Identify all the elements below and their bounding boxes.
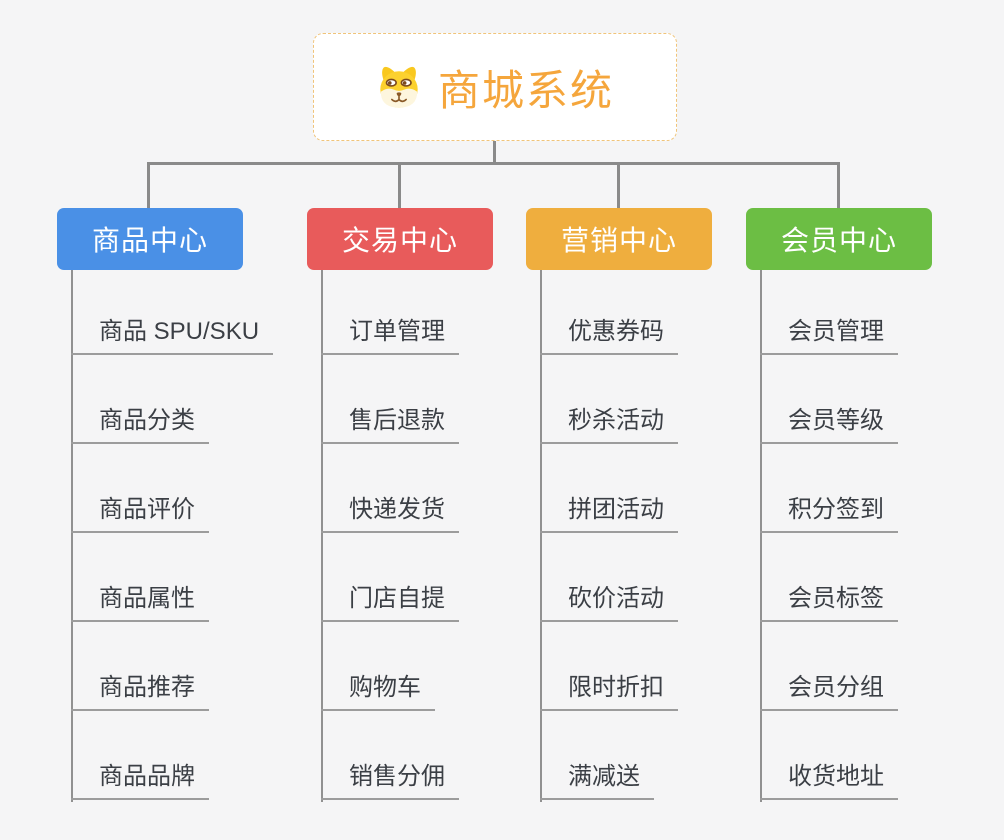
subtopic[interactable]: 购物车 [321,673,435,711]
subtopic[interactable]: 订单管理 [321,317,459,355]
subtopic[interactable]: 商品评价 [71,495,209,533]
subtopic[interactable]: 优惠券码 [540,317,678,355]
subtopic[interactable]: 商品 SPU/SKU [71,317,274,355]
connector-trunk-branch-2 [321,270,323,802]
branch-header-member-center[interactable]: 会员中心 [746,208,932,270]
connector-trunk-branch-1 [71,270,73,802]
subtopic[interactable]: 会员管理 [760,317,898,355]
subtopic[interactable]: 销售分佣 [321,762,459,800]
branch-header-product-center[interactable]: 商品中心 [57,208,243,270]
connector-root-stub [493,140,496,165]
branch-header-trade-center[interactable]: 交易中心 [307,208,493,270]
dog-face-icon [376,64,422,110]
subtopic[interactable]: 限时折扣 [540,673,678,711]
connector-drop-branch-1 [147,162,150,209]
connector-trunk-branch-4 [760,270,762,802]
subtopic[interactable]: 商品品牌 [71,762,209,800]
subtopic[interactable]: 积分签到 [760,495,898,533]
subtopic[interactable]: 会员分组 [760,673,898,711]
connector-trunk-branch-3 [540,270,542,802]
connector-drop-branch-3 [617,162,620,209]
subtopic[interactable]: 收货地址 [760,762,898,800]
connector-horizontal-bus [147,162,840,165]
subtopic[interactable]: 快递发货 [321,495,459,533]
subtopic[interactable]: 门店自提 [321,584,459,622]
branch-header-marketing-center[interactable]: 营销中心 [526,208,712,270]
subtopic[interactable]: 满减送 [540,762,654,800]
subtopic[interactable]: 砍价活动 [540,584,678,622]
subtopic[interactable]: 秒杀活动 [540,406,678,444]
subtopic[interactable]: 商品分类 [71,406,209,444]
subtopic[interactable]: 售后退款 [321,406,459,444]
subtopic[interactable]: 会员标签 [760,584,898,622]
subtopic[interactable]: 会员等级 [760,406,898,444]
subtopic[interactable]: 拼团活动 [540,495,678,533]
subtopic[interactable]: 商品属性 [71,584,209,622]
root-node[interactable]: 商城系统 [313,33,677,141]
connector-drop-branch-4 [837,162,840,209]
connector-drop-branch-2 [398,162,401,209]
subtopic[interactable]: 商品推荐 [71,673,209,711]
root-title: 商城系统 [437,66,614,114]
